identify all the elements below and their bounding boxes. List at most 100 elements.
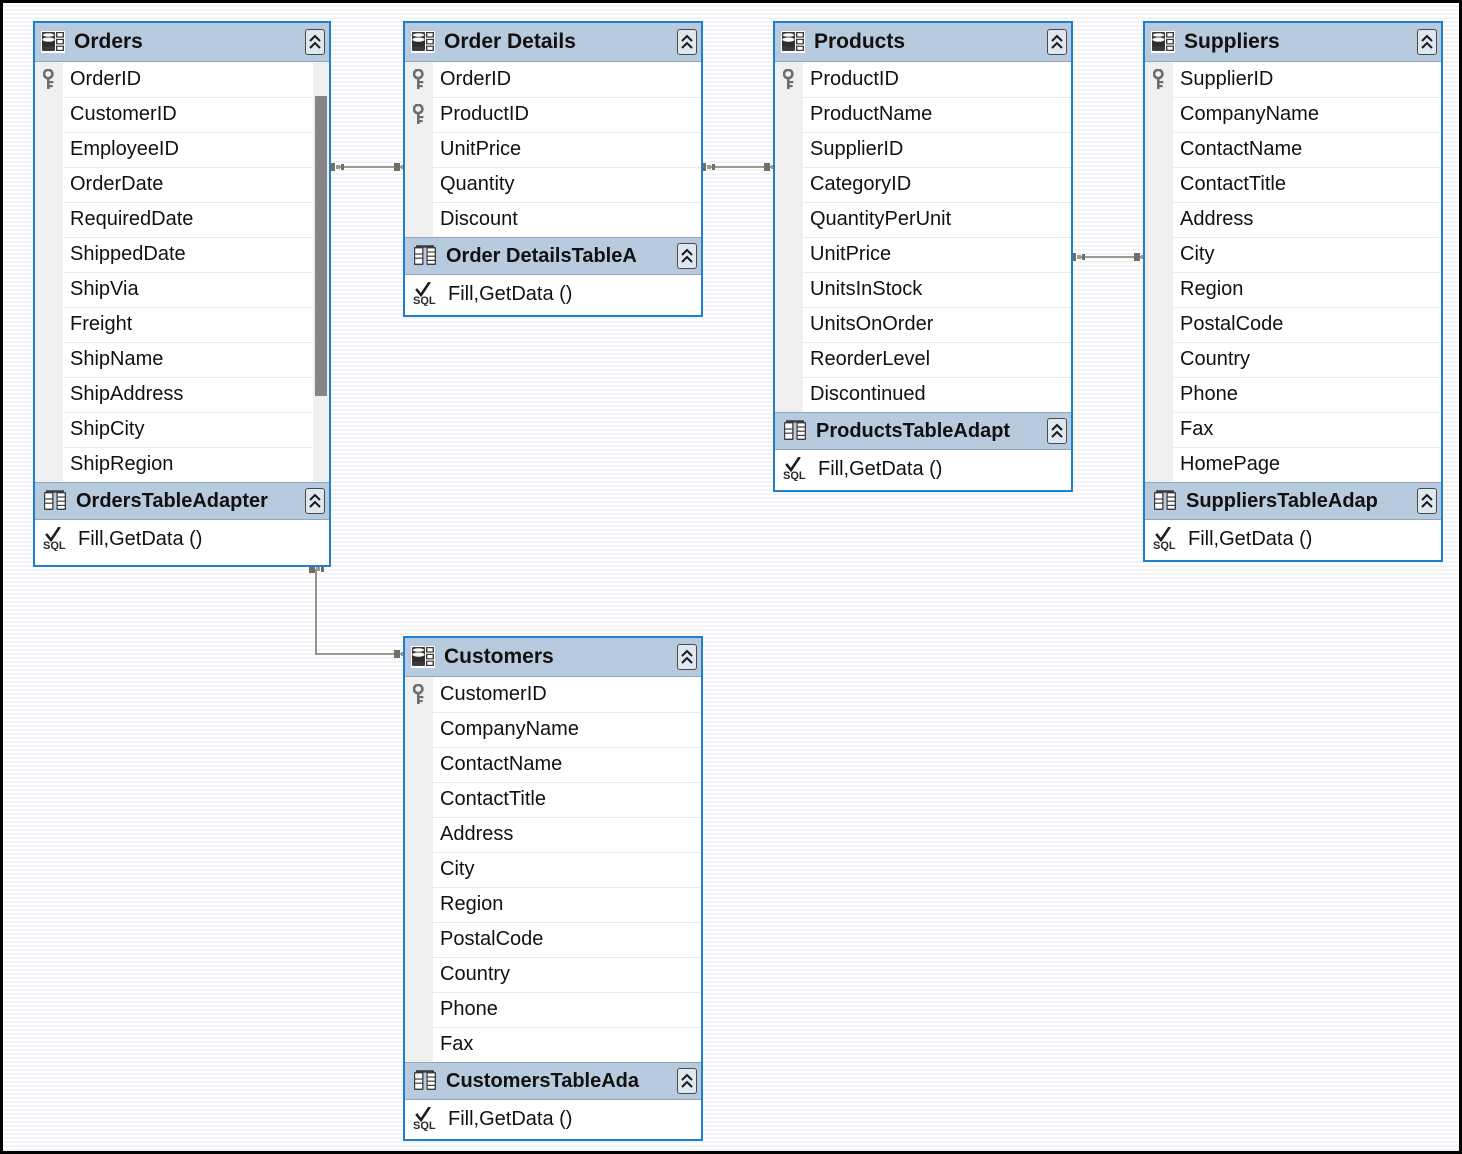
field-row[interactable]: Region xyxy=(1145,272,1441,308)
field-row[interactable]: ContactTitle xyxy=(405,782,701,818)
field-row[interactable]: Country xyxy=(1145,342,1441,378)
entity-header-suppliers[interactable]: Suppliers xyxy=(1145,23,1441,62)
field-row[interactable]: Country xyxy=(405,957,701,993)
field-row[interactable]: Fax xyxy=(1145,412,1441,448)
collapse-chevron-icon[interactable] xyxy=(1047,29,1067,55)
table-adapter-header-products[interactable]: ProductsTableAdapt xyxy=(775,412,1071,450)
field-row[interactable]: ContactName xyxy=(405,747,701,783)
field-gutter xyxy=(405,992,433,1027)
field-row[interactable]: HomePage xyxy=(1145,447,1441,483)
field-row[interactable]: ShipName xyxy=(35,342,329,378)
field-row[interactable]: PostalCode xyxy=(1145,307,1441,343)
relation-rel-orders-customers[interactable] xyxy=(309,565,409,658)
field-row[interactable]: ShipAddress xyxy=(35,377,329,413)
field-row[interactable]: CompanyName xyxy=(1145,97,1441,133)
table-icon xyxy=(781,31,805,53)
field-name: ReorderLevel xyxy=(803,342,1071,378)
field-row[interactable]: OrderID xyxy=(35,62,329,98)
field-row[interactable]: PostalCode xyxy=(405,922,701,958)
field-row[interactable]: ShippedDate xyxy=(35,237,329,273)
collapse-chevron-icon[interactable] xyxy=(677,29,697,55)
entity-header-products[interactable]: Products xyxy=(775,23,1071,62)
field-row[interactable]: Discount xyxy=(405,202,701,238)
field-row[interactable]: ProductName xyxy=(775,97,1071,133)
field-row[interactable]: Region xyxy=(405,887,701,923)
entity-header-customers[interactable]: Customers xyxy=(405,638,701,677)
field-row[interactable]: Phone xyxy=(405,992,701,1028)
field-row[interactable]: RequiredDate xyxy=(35,202,329,238)
field-gutter xyxy=(1145,132,1173,167)
field-row[interactable]: ProductID xyxy=(405,97,701,133)
entity-header-orders[interactable]: Orders xyxy=(35,23,329,62)
field-row[interactable]: Freight xyxy=(35,307,329,343)
field-row[interactable]: City xyxy=(1145,237,1441,273)
field-row[interactable]: ReorderLevel xyxy=(775,342,1071,378)
table-adapter-name: Order DetailsTableA xyxy=(446,245,637,267)
relation-rel-orders-orderdetails[interactable] xyxy=(329,163,409,171)
field-row[interactable]: ShipVia xyxy=(35,272,329,308)
field-row[interactable]: ShipCity xyxy=(35,412,329,448)
table-adapter-header-suppliers[interactable]: SuppliersTableAdap xyxy=(1145,482,1441,520)
field-row[interactable]: Address xyxy=(405,817,701,853)
relation-rel-orderdetails-products[interactable] xyxy=(700,163,779,171)
field-row[interactable]: Fax xyxy=(405,1027,701,1063)
field-row[interactable]: UnitsInStock xyxy=(775,272,1071,308)
field-row[interactable]: Quantity xyxy=(405,167,701,203)
field-row[interactable]: UnitsOnOrder xyxy=(775,307,1071,343)
field-gutter xyxy=(405,817,433,852)
field-row[interactable]: OrderID xyxy=(405,62,701,98)
field-row[interactable]: ShipRegion xyxy=(35,447,329,483)
field-row[interactable]: SupplierID xyxy=(775,132,1071,168)
relation-rel-products-suppliers[interactable] xyxy=(1070,253,1149,261)
collapse-chevron-icon[interactable] xyxy=(677,644,697,670)
field-row[interactable]: ProductID xyxy=(775,62,1071,98)
field-row[interactable]: UnitPrice xyxy=(405,132,701,168)
field-name: CustomerID xyxy=(63,97,329,133)
field-row[interactable]: CustomerID xyxy=(405,677,701,713)
field-row[interactable]: Phone xyxy=(1145,377,1441,413)
table-adapter-header-order-details[interactable]: Order DetailsTableA xyxy=(405,237,701,275)
table-icon xyxy=(41,31,65,53)
collapse-chevron-icon[interactable] xyxy=(677,243,697,269)
field-row[interactable]: ContactName xyxy=(1145,132,1441,168)
field-name: Fax xyxy=(1173,412,1441,448)
field-row[interactable]: CompanyName xyxy=(405,712,701,748)
field-row[interactable]: Address xyxy=(1145,202,1441,238)
collapse-chevron-icon[interactable] xyxy=(1047,418,1067,444)
field-row[interactable]: CategoryID xyxy=(775,167,1071,203)
collapse-chevron-icon[interactable] xyxy=(1417,29,1437,55)
scrollbar-thumb[interactable] xyxy=(315,96,327,396)
collapse-chevron-icon[interactable] xyxy=(1417,488,1437,514)
collapse-chevron-icon[interactable] xyxy=(677,1068,697,1094)
field-list-scrollbar[interactable] xyxy=(313,62,329,482)
field-gutter xyxy=(405,957,433,992)
field-row[interactable]: Discontinued xyxy=(775,377,1071,413)
table-adapter-header-customers[interactable]: CustomersTableAda xyxy=(405,1062,701,1100)
field-row[interactable]: SupplierID xyxy=(1145,62,1441,98)
field-row[interactable]: ContactTitle xyxy=(1145,167,1441,203)
collapse-chevron-icon[interactable] xyxy=(305,29,325,55)
field-row[interactable]: CustomerID xyxy=(35,97,329,133)
collapse-chevron-icon[interactable] xyxy=(305,488,325,514)
field-row[interactable]: OrderDate xyxy=(35,167,329,203)
field-gutter xyxy=(1145,307,1173,342)
field-name: ContactName xyxy=(433,747,701,783)
table-adapter-header-orders[interactable]: OrdersTableAdapter xyxy=(35,482,329,520)
entity-header-order-details[interactable]: Order Details xyxy=(405,23,701,62)
field-row[interactable]: UnitPrice xyxy=(775,237,1071,273)
field-row[interactable]: EmployeeID xyxy=(35,132,329,168)
field-name: QuantityPerUnit xyxy=(803,202,1071,238)
field-row[interactable]: City xyxy=(405,852,701,888)
field-row[interactable]: QuantityPerUnit xyxy=(775,202,1071,238)
